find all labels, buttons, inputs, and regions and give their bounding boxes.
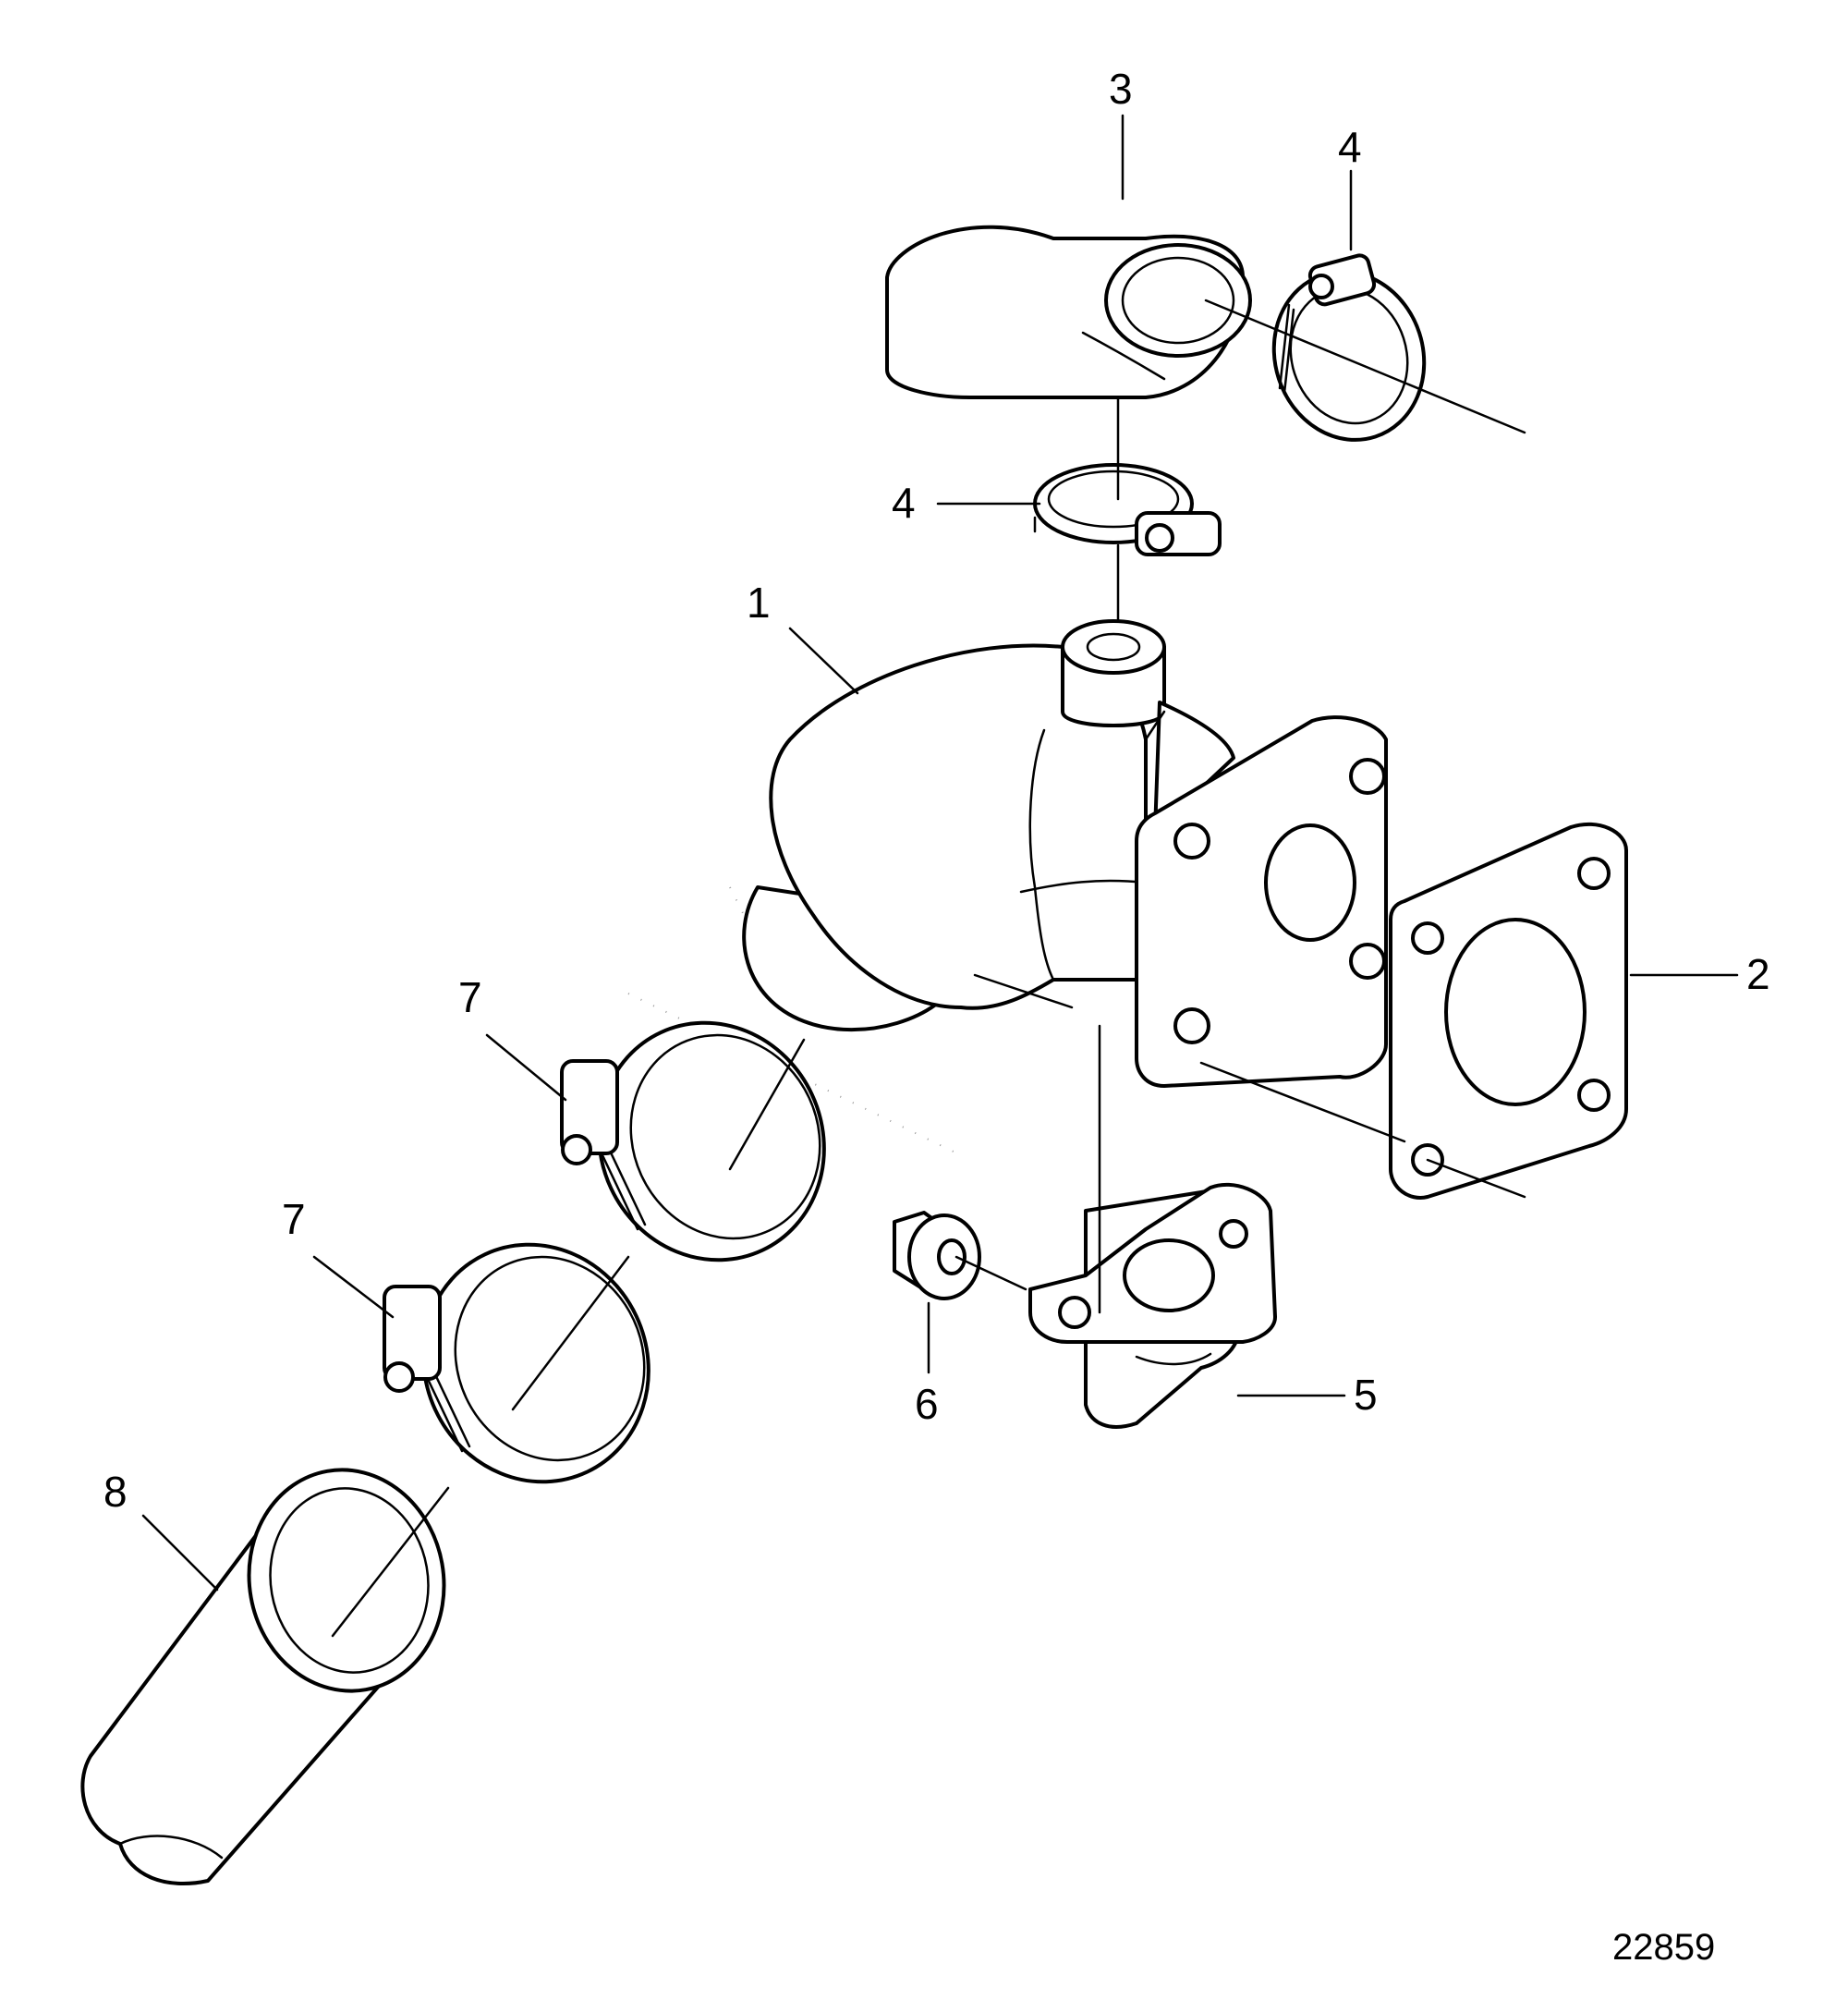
exhaust-hose bbox=[80, 1468, 446, 1885]
exhaust-elbow-flange bbox=[1135, 715, 1388, 1088]
hose-clamp-middle bbox=[1033, 463, 1222, 556]
callout-2: 2 bbox=[1746, 950, 1770, 998]
callout-3: 3 bbox=[1109, 65, 1133, 113]
callout-labels: 1 2 3 4 4 5 6 7 7 8 22859 bbox=[103, 65, 1770, 1968]
hose-clamp-upper bbox=[1271, 253, 1427, 442]
callout-7-lower: 7 bbox=[282, 1195, 306, 1243]
callout-1: 1 bbox=[747, 579, 771, 627]
hose-clamp-7-lower bbox=[383, 1242, 650, 1484]
callout-6: 6 bbox=[915, 1380, 939, 1428]
callout-7-upper: 7 bbox=[458, 973, 482, 1021]
hose-elbow bbox=[885, 225, 1252, 399]
callout-8: 8 bbox=[103, 1468, 128, 1516]
leader-lines bbox=[141, 114, 1739, 1638]
exhaust-elbow bbox=[742, 619, 1235, 1032]
figure-number: 22859 bbox=[1612, 1927, 1715, 1968]
mounting-bracket bbox=[1028, 1182, 1277, 1429]
callout-5: 5 bbox=[1354, 1371, 1378, 1419]
callout-4-upper: 4 bbox=[1338, 123, 1362, 171]
callout-4-middle: 4 bbox=[892, 479, 916, 527]
flange-nut bbox=[893, 1211, 981, 1300]
hose-clamp-7-upper bbox=[560, 1020, 826, 1262]
flange-gasket bbox=[1389, 822, 1628, 1200]
